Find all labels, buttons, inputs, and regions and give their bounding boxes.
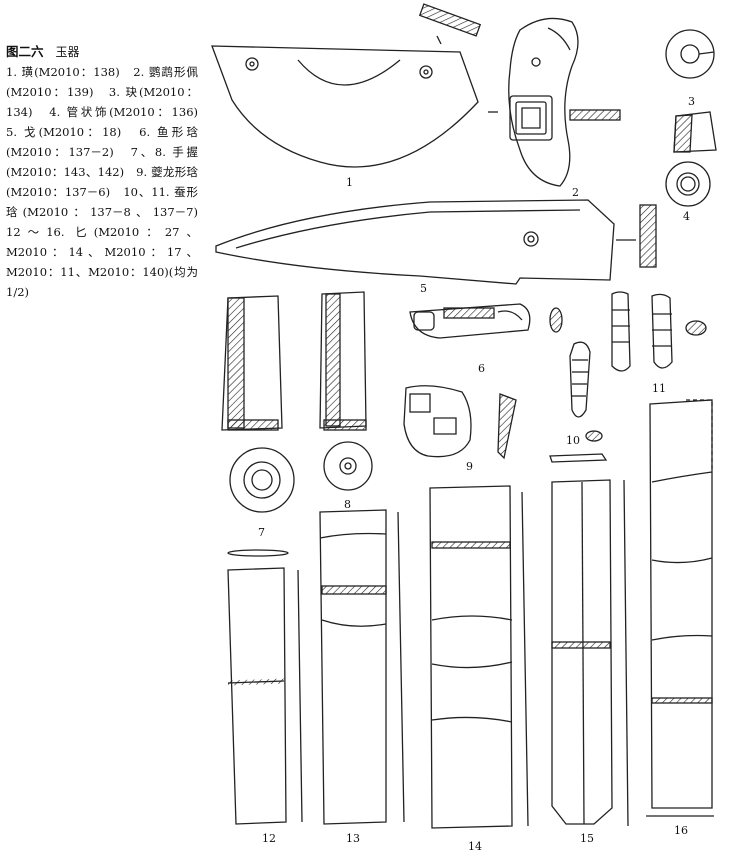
caption-text: 1. 璜(M2010：138) 2. 鹦鹉形佩(M2010：139) 3. 玦(… — [6, 65, 210, 299]
artifact-8-hand-grip — [319, 291, 373, 491]
label-2: 2 — [572, 186, 579, 199]
artifact-4-tubular-ornament — [665, 161, 711, 207]
label-7: 7 — [258, 526, 265, 539]
label-6: 6 — [478, 362, 485, 375]
label-1: 1 — [346, 176, 353, 189]
artifact-6-fish-shaped-han — [409, 303, 563, 339]
label-5: 5 — [420, 282, 427, 295]
artifact-9-kui-dragon-han — [403, 385, 517, 460]
label-16: 16 — [674, 824, 688, 837]
label-9: 9 — [466, 460, 473, 473]
artifact-7-hand-grip — [221, 295, 295, 513]
label-14: 14 — [468, 840, 482, 853]
figure-caption: 图二六玉器 1. 璜(M2010：138) 2. 鹦鹉形佩(M2010：139)… — [6, 42, 210, 302]
artifact-12-bi-spatula — [227, 549, 303, 825]
artifact-14-bi-spatula — [429, 485, 529, 829]
label-8: 8 — [344, 498, 351, 511]
label-15: 15 — [580, 832, 594, 845]
artifact-1-huang-pendant — [211, 3, 482, 168]
figure-label: 图二六 — [6, 44, 44, 59]
label-12: 12 — [262, 832, 276, 845]
artifact-15-bi-spatula — [549, 453, 629, 827]
artifact-11-silkworm-han — [611, 291, 707, 372]
artifact-13-bi-spatula — [319, 509, 405, 825]
artifact-10-silkworm-han — [569, 341, 603, 442]
artifact-16-bi-spatula — [646, 399, 714, 817]
label-3: 3 — [688, 95, 695, 108]
label-10: 10 — [566, 434, 580, 447]
figure-subject: 玉器 — [55, 45, 80, 59]
artifact-2-parrot-pendant — [488, 17, 621, 187]
label-11: 11 — [652, 382, 666, 395]
artifact-5-ge-dagger — [215, 199, 657, 285]
artifact-3-jue-ring — [665, 29, 717, 153]
label-13: 13 — [346, 832, 360, 845]
label-4: 4 — [683, 210, 690, 223]
